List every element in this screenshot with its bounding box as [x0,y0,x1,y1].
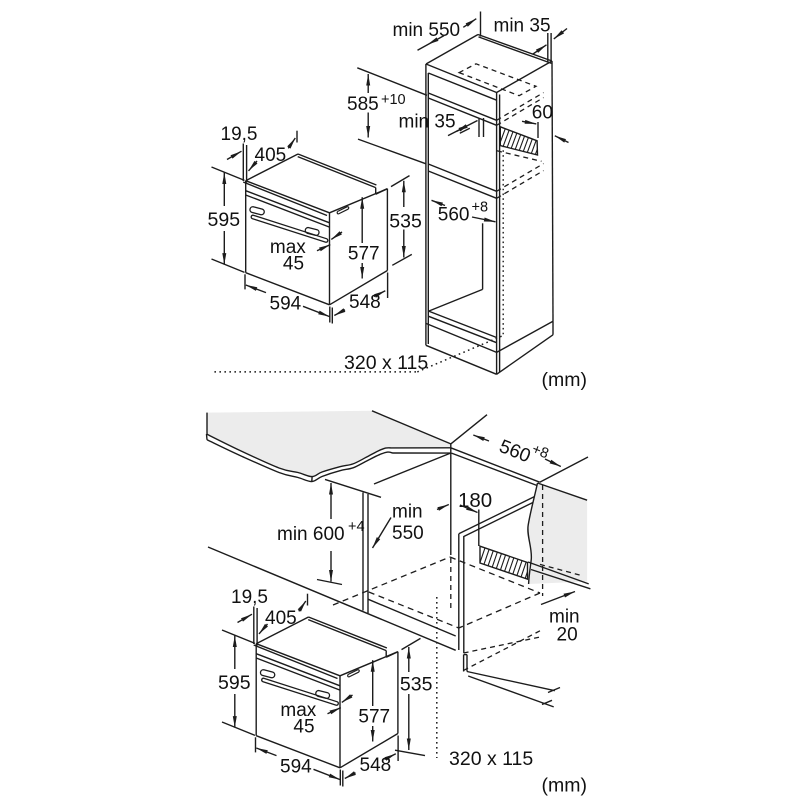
svg-text:535: 535 [400,673,433,695]
svg-text:20: 20 [557,625,578,646]
svg-text:585: 585 [347,94,379,115]
svg-text:(mm): (mm) [542,369,587,391]
svg-text:577: 577 [348,244,380,265]
svg-text:min 600: min 600 [277,524,345,545]
svg-text:19,5: 19,5 [221,124,258,145]
svg-text:320 x 115: 320 x 115 [344,352,428,374]
svg-text:320 x 115: 320 x 115 [449,748,533,770]
svg-text:535: 535 [389,210,422,232]
svg-text:+8: +8 [472,199,489,215]
svg-text:405: 405 [255,145,287,166]
svg-text:594: 594 [270,294,302,315]
svg-text:min: min [392,502,423,523]
svg-text:min 550: min 550 [393,20,461,41]
svg-text:45: 45 [283,254,304,275]
svg-text:(mm): (mm) [542,775,587,797]
svg-text:+8: +8 [530,441,551,462]
svg-text:min: min [549,607,580,628]
svg-text:595: 595 [208,209,241,231]
svg-text:max: max [270,237,306,258]
svg-text:548: 548 [349,292,381,313]
svg-text:min 35: min 35 [494,16,551,37]
svg-text:560: 560 [438,204,470,225]
svg-text:550: 550 [392,523,424,544]
svg-text:60: 60 [532,103,553,124]
svg-text:180: 180 [458,489,492,512]
svg-text:+10: +10 [381,92,406,108]
svg-text:+4: +4 [348,519,365,535]
svg-text:min 35: min 35 [399,112,456,133]
